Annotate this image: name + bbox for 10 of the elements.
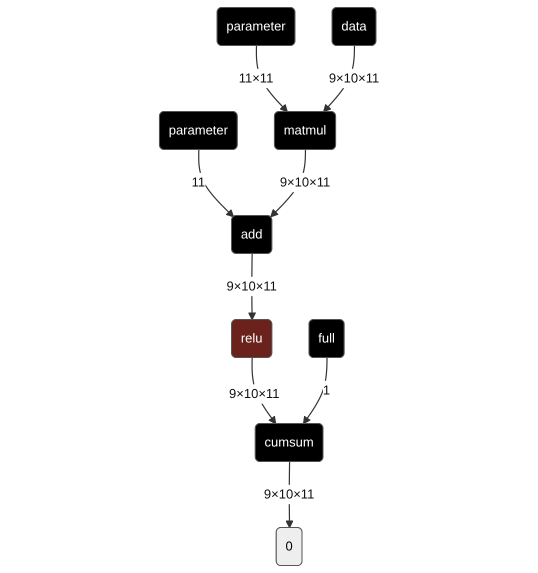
- arrow: [302, 358, 328, 424]
- edge-label: 1: [322, 382, 330, 398]
- edge-label: 11: [191, 174, 205, 190]
- edge-label: 9×10×11: [226, 278, 277, 294]
- edge-label: 11×11: [238, 70, 273, 86]
- edge-label: 9×10×11: [280, 174, 330, 190]
- edge-label: 9×10×11: [228, 386, 280, 402]
- edge-label: 9×10×11: [264, 486, 314, 502]
- arrow: [198, 150, 234, 218]
- edge-label: 9×10×11: [328, 70, 379, 86]
